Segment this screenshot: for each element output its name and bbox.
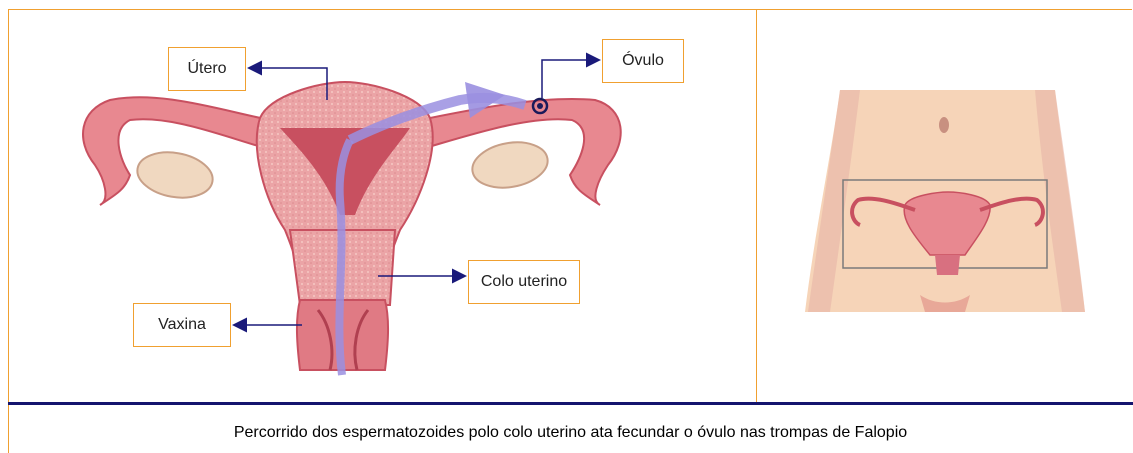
uterus-diagram [82, 52, 622, 376]
uterine-cavity [280, 128, 410, 215]
callout-ovulo [541, 52, 601, 98]
sperm-path-to-ovum [347, 92, 527, 145]
caption: Percorrido dos espermatozoides polo colo… [233, 424, 908, 441]
right-ovary [471, 141, 549, 189]
sperm-path-vertical [335, 138, 354, 376]
right-fallopian-tube [418, 98, 622, 206]
label-colo-uterino: Colo uterino [468, 260, 580, 304]
label-utero: Útero [168, 47, 246, 91]
body-location-diagram [805, 90, 1085, 312]
panel-divider [756, 9, 757, 403]
label-ovulo: Óvulo [602, 39, 684, 83]
ovum-marker [531, 97, 549, 115]
callout-utero [247, 60, 328, 100]
caption-divider [8, 402, 1133, 405]
left-fallopian-tube [82, 96, 272, 206]
label-vaxina: Vaxina [133, 303, 231, 347]
left-ovary [136, 151, 214, 199]
sperm-path-arrowhead [465, 82, 505, 118]
diagram-frame [8, 9, 1132, 453]
